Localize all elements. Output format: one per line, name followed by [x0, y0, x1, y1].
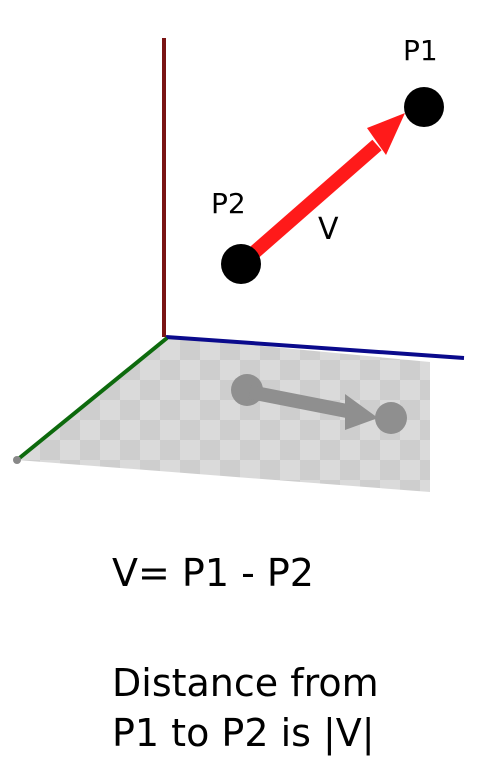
point-p2 — [221, 244, 261, 284]
point-p1 — [404, 87, 444, 127]
vector-formula: V= P1 - P2 — [112, 551, 314, 595]
vector-label: V — [318, 212, 339, 247]
distance-text-line2: P1 to P2 is |V| — [112, 711, 375, 755]
vector-shaft — [236, 139, 382, 270]
p1-label: P1 — [403, 34, 438, 67]
vector-diagram: P1 P2 V — [13, 34, 465, 492]
vector-shadow — [231, 374, 407, 434]
left-axis — [15, 336, 169, 462]
distance-text-line1: Distance from — [112, 661, 379, 705]
p2-label: P2 — [211, 187, 246, 220]
ground-plane — [17, 337, 430, 492]
right-axis — [165, 335, 465, 360]
vector-arrowhead — [367, 113, 405, 155]
left-axis-end — [13, 456, 21, 464]
